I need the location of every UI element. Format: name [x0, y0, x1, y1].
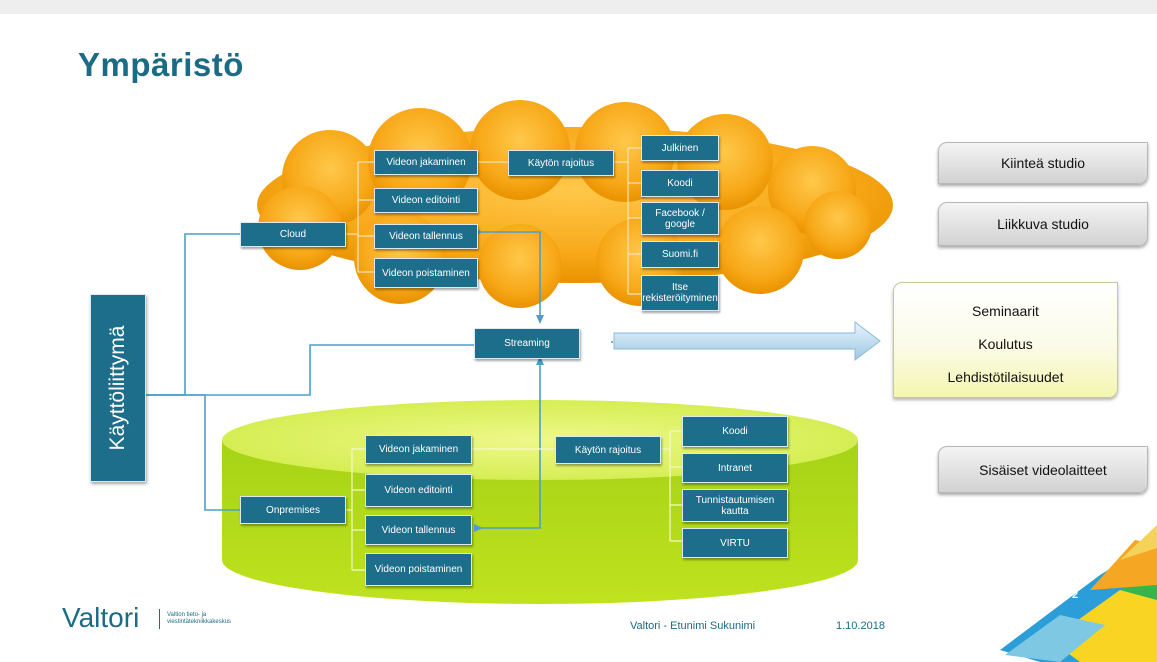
onprem-action-edit: Videon editointi	[365, 474, 472, 507]
streaming-box: Streaming	[474, 328, 580, 359]
onprem-box: Onpremises	[240, 496, 346, 524]
onprem-action-store: Videon tallennus	[365, 515, 472, 545]
cloud-action-share: Videon jakaminen	[374, 150, 478, 175]
event-seminars: Seminaarit	[972, 303, 1039, 319]
cloud-brackets	[346, 147, 641, 295]
cloud-action-edit: Videon editointi	[374, 188, 478, 213]
cloud-option-code: Koodi	[641, 170, 719, 197]
top-band	[0, 0, 1157, 14]
decorative-shapes	[1000, 525, 1157, 662]
onprem-option-code: Koodi	[682, 416, 788, 447]
cloud-option-public: Julkinen	[641, 135, 719, 161]
cloud-restriction-box: Käytön rajoitus	[508, 150, 614, 176]
slide-title: Ympäristö	[78, 46, 244, 83]
cloud-action-store: Videon tallennus	[374, 224, 478, 249]
footer-author: Valtori - Etunimi Sukunimi	[630, 620, 756, 632]
logo-divider	[159, 609, 160, 629]
onprem-restriction-box: Käytön rajoitus	[555, 436, 661, 464]
event-press: Lehdistötilaisuudet	[947, 369, 1064, 385]
internal-video-devices-box: Sisäiset videolaitteet	[938, 446, 1148, 493]
cloud-option-self-register: Itse rekisteröityminen	[641, 275, 719, 311]
mobile-studio-box: Liikkuva studio	[938, 202, 1148, 246]
cloud-action-delete: Videon poistaminen	[374, 258, 478, 288]
user-interface-box: Käyttöliittymä	[90, 294, 146, 482]
big-arrow	[613, 320, 881, 362]
cloud-option-suomifi: Suomi.fi	[641, 241, 719, 268]
onprem-action-share: Videon jakaminen	[365, 435, 472, 464]
onprem-option-virtu: VIRTU	[682, 528, 788, 558]
cloud-option-facebook: Facebook / google	[641, 202, 719, 235]
valtori-logo: Valtori	[62, 602, 140, 633]
connector-lines	[146, 231, 613, 529]
onprem-action-delete: Videon poistaminen	[365, 553, 472, 586]
cloud-shape	[257, 100, 893, 308]
event-training: Koulutus	[978, 336, 1033, 352]
cloud-box: Cloud	[240, 222, 346, 247]
page-number: 2	[1072, 589, 1079, 601]
onprem-option-intranet: Intranet	[682, 453, 788, 483]
events-box: Seminaarit Koulutus Lehdistötilaisuudet	[893, 282, 1118, 398]
cylinder-brackets	[346, 430, 682, 571]
onprem-option-authentication: Tunnistautumisen kautta	[682, 489, 788, 522]
footer-date: 1.10.2018	[836, 620, 885, 632]
fixed-studio-box: Kiinteä studio	[938, 142, 1148, 184]
user-interface-label: Käyttöliittymä	[106, 325, 129, 451]
valtori-logo-subtitle: Valtion tieto- ja viestintätekniikkakesk…	[167, 612, 232, 625]
